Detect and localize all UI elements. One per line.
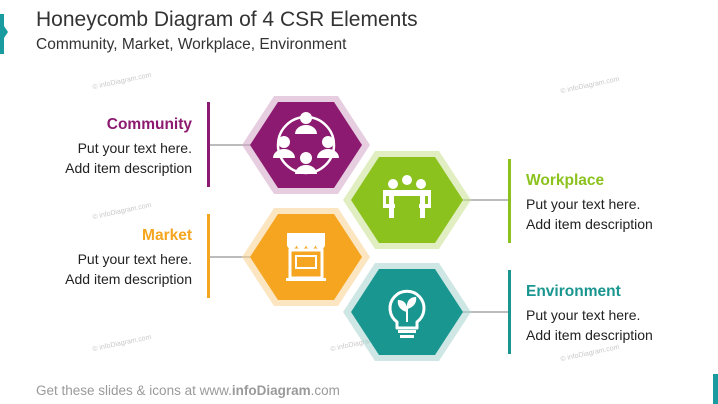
footer-brand[interactable]: infoDiagram	[231, 383, 311, 398]
title-accent-arrow	[4, 26, 8, 38]
hexagon-workplace	[343, 151, 471, 249]
market-line2: Add item description	[65, 271, 192, 287]
community-label: Community Put your text here. Add item d…	[0, 116, 192, 178]
people-network-icon	[273, 112, 339, 175]
market-title: Market	[142, 227, 192, 244]
storefront-icon	[286, 233, 326, 281]
eco-lightbulb-icon	[388, 289, 426, 338]
page-subtitle: Community, Market, Workplace, Environmen…	[36, 36, 347, 53]
footer-prefix: Get these slides & icons at www.	[36, 383, 232, 398]
environment-label: Environment Put your text here. Add item…	[526, 283, 718, 345]
workplace-line2: Add item description	[526, 216, 653, 232]
community-title: Community	[106, 116, 192, 133]
accent-bar-workplace	[508, 159, 511, 243]
hexagon-community	[242, 96, 370, 194]
community-line1: Put your text here.	[77, 140, 192, 156]
title-accent-bar	[0, 14, 4, 54]
accent-bar-community	[207, 102, 210, 187]
footer-suffix: .com	[310, 383, 340, 398]
market-line1: Put your text here.	[77, 251, 192, 267]
meeting-table-icon	[383, 175, 431, 218]
footer-text: Get these slides & icons at www.infoDiag…	[36, 383, 340, 398]
accent-bar-environment	[508, 270, 511, 354]
hexagon-environment	[343, 263, 471, 361]
workplace-label: Workplace Put your text here. Add item d…	[526, 172, 718, 234]
workplace-line1: Put your text here.	[526, 196, 641, 212]
environment-title: Environment	[526, 283, 621, 300]
hexagon-market	[242, 208, 370, 306]
accent-bar-market	[207, 214, 210, 298]
community-line2: Add item description	[65, 160, 192, 176]
environment-line2: Add item description	[526, 327, 653, 343]
corner-accent-bar	[713, 374, 718, 404]
page-title: Honeycomb Diagram of 4 CSR Elements	[36, 8, 418, 31]
workplace-title: Workplace	[526, 172, 605, 189]
market-label: Market Put your text here. Add item desc…	[0, 227, 192, 289]
environment-line1: Put your text here.	[526, 307, 641, 323]
